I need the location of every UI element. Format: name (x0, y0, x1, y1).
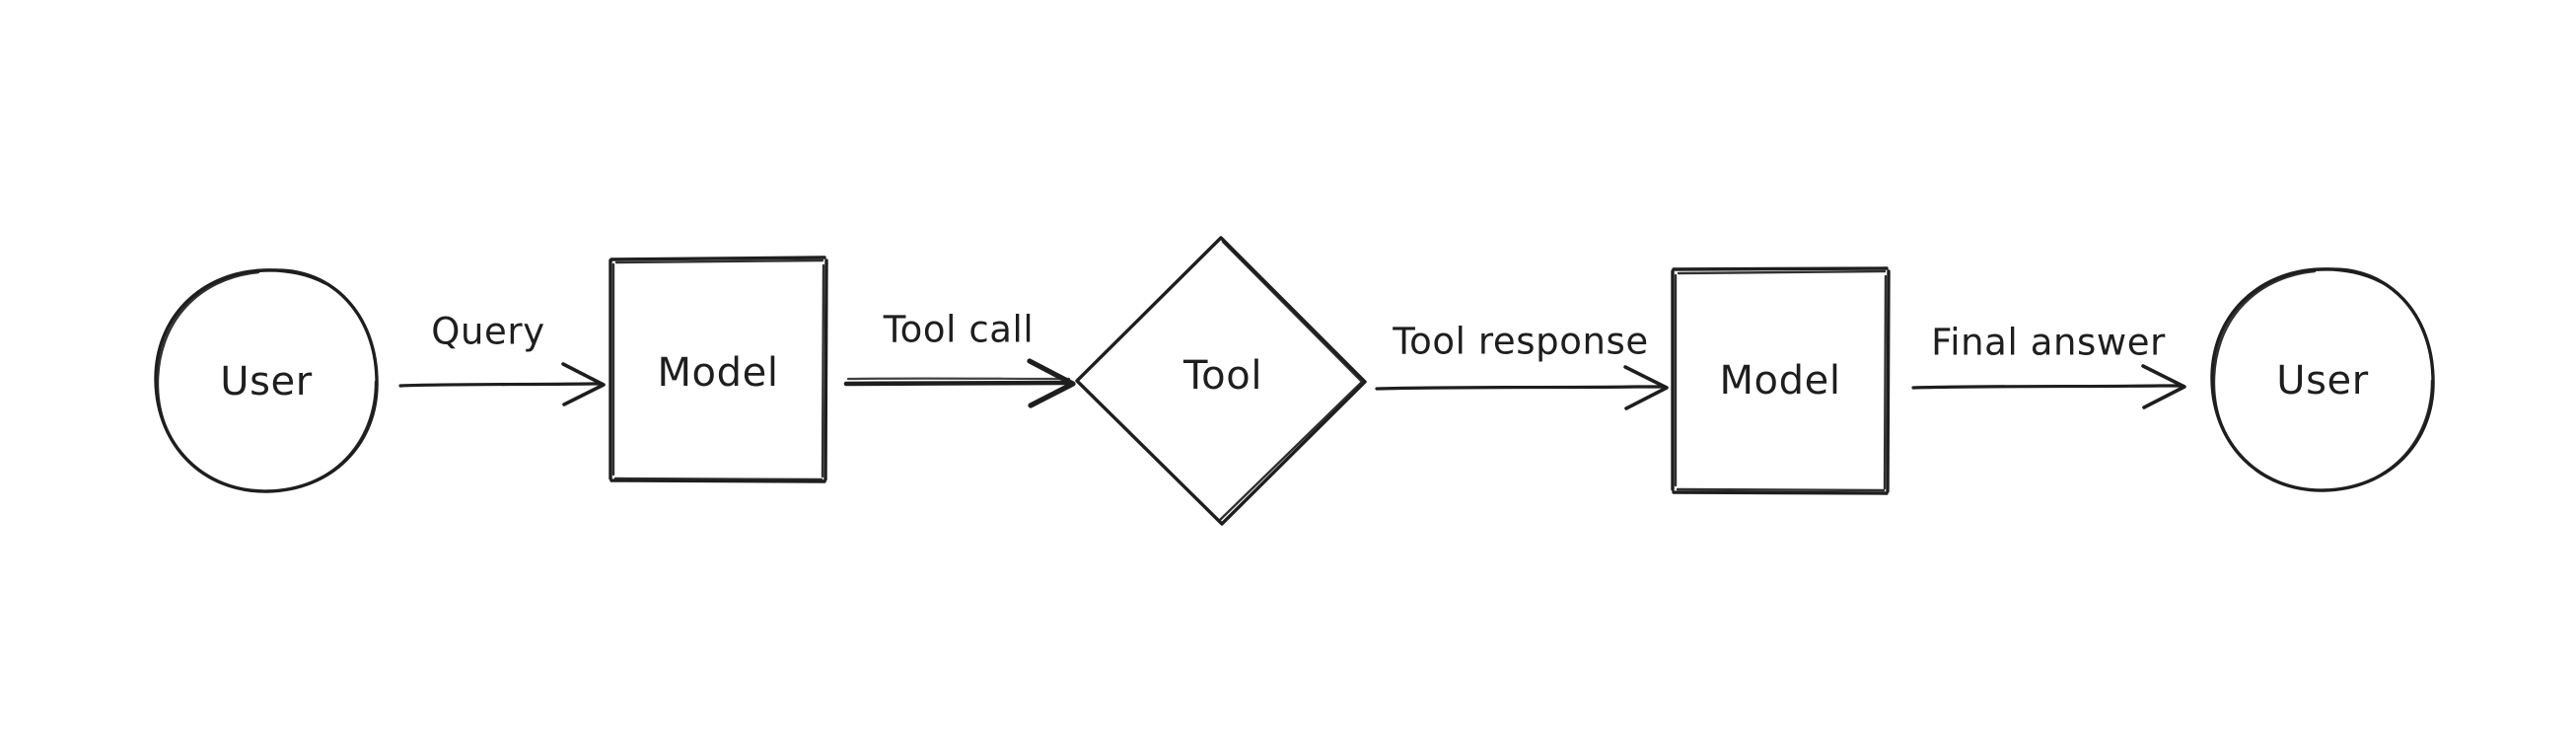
edge-query-arrowhead (561, 362, 606, 406)
edge-tool-response[interactable]: Tool response (1375, 321, 1669, 410)
edge-tool-call[interactable]: Tool call (843, 309, 1076, 408)
edge-final-answer-arrowhead (2141, 364, 2186, 409)
ellipse2-outline-secondary (2212, 269, 2434, 492)
edge-query[interactable]: Query (398, 311, 606, 406)
node-user-start[interactable]: User (154, 268, 379, 493)
node-tool[interactable]: Tool (1075, 236, 1367, 526)
edge-label-final-answer: Final answer (1931, 322, 2166, 364)
diamond-outline-secondary (1218, 240, 1364, 522)
node-model-2[interactable]: Model (1671, 266, 1891, 495)
rect2-outline-primary (1671, 266, 1891, 495)
edge-label-tool-response: Tool response (1392, 321, 1648, 363)
edge-tool-call-line (843, 380, 1074, 387)
rect-outline-secondary (611, 258, 825, 481)
rect-outline-primary (608, 256, 828, 483)
node-label-model-1: Model (657, 350, 778, 396)
ellipse-outline-secondary (156, 270, 378, 493)
node-label-user-start: User (220, 359, 313, 404)
node-label-user-end: User (2276, 358, 2369, 404)
edge-label-query: Query (431, 311, 544, 353)
edge-query-line (398, 382, 604, 388)
rect2-outline-secondary (1674, 269, 1888, 492)
node-model-1[interactable]: Model (608, 256, 828, 483)
edge-tool-response-arrowhead (1623, 365, 1669, 410)
edge-tool-response-line (1375, 385, 1667, 391)
edge-tool-call-arrowhead (1027, 358, 1076, 408)
edge-label-tool-call: Tool call (883, 309, 1035, 351)
node-label-tool: Tool (1182, 353, 1262, 399)
node-user-end[interactable]: User (2210, 267, 2435, 492)
node-label-model-2: Model (1719, 358, 1840, 404)
diamond-outline-primary (1075, 236, 1367, 526)
edge-final-answer-line (1911, 384, 2184, 390)
edge-final-answer[interactable]: Final answer (1911, 322, 2186, 409)
